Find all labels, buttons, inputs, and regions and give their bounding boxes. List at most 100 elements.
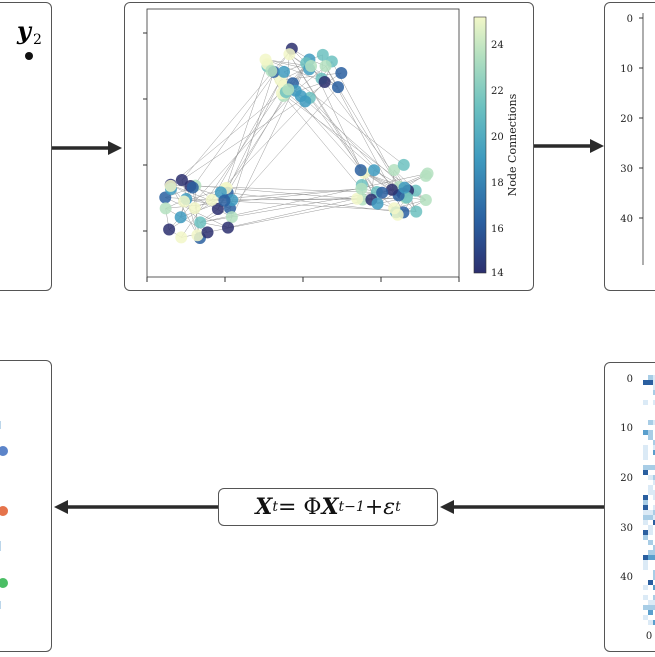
network-node [176,174,188,186]
panel-coefficient-matrix: 0 10 20 30 40 0 [604,362,655,652]
panel-adjacency-matrix: 0 10 20 30 40 [604,2,655,291]
heatmap-cell [643,445,648,450]
heatmap-cell [648,525,653,530]
network-node [319,76,331,88]
network-yticks [143,33,147,231]
colorbar [474,17,486,273]
heatmap-cell [643,495,648,500]
heatmap-cell [643,565,648,570]
heatmap-cell [648,610,653,615]
arrow-from-matrix [438,497,606,517]
network-node [189,202,201,214]
network-node [191,229,203,241]
heatmap-cell [648,435,653,440]
heatmap-cell [648,515,653,520]
network-node [165,180,177,192]
heatmap-cell [643,400,648,405]
network-node [420,194,432,206]
network-node [175,231,187,243]
network-node [282,83,294,95]
network-edge [182,73,341,180]
heatmap-cell [648,530,653,535]
heatmap-cell [648,540,653,545]
heatmap-cell [648,620,653,625]
matrix-bottom-ytick-10: 10 [620,423,633,434]
eq-plus: + [365,495,383,520]
network-svg: 24 22 20 18 16 14 Node Connections [125,3,535,292]
heatmap-cell [643,380,648,385]
matrix-top-ytick-30: 30 [620,164,633,175]
eq-eps: ε [383,495,395,520]
heatmap-cell [648,380,653,385]
heatmap-cell [643,510,648,515]
network-node [372,198,384,210]
colorbar-tick-18: 18 [491,178,504,189]
panel-time-series [0,360,52,652]
network-node [320,60,332,72]
matrix-bottom-ytick-40: 40 [620,572,633,583]
network-node [163,224,175,236]
coefficient-heatmap [643,375,655,625]
panel-observations-top: y 2 [0,2,52,291]
heatmap-cell [643,505,648,510]
heatmap-cell [643,500,648,505]
matrix-bottom-xtick-0: 0 [646,631,652,642]
network-node [187,181,199,193]
network-node [202,226,214,238]
heatmap-cell [648,485,653,490]
heatmap-cell [648,510,653,515]
series-trace-3 [0,601,1,609]
network-node [226,211,238,223]
node-y2-dot [25,52,33,60]
network-edge [282,93,361,188]
heatmap-cell [643,520,648,525]
heatmap-cell [648,430,653,435]
network-node [265,65,277,77]
network-node [392,209,404,221]
heatmap-cell [643,560,648,565]
colorbar-tick-14: 14 [491,268,504,279]
network-edge [310,98,364,173]
colorbar-tick-20: 20 [491,132,504,143]
heatmap-cell [643,605,648,610]
matrix-bottom-ytick-0: 0 [627,374,633,385]
eq-rhs-var: X [321,494,338,520]
heatmap-cell [643,515,648,520]
arrow-to-matrix [534,136,606,156]
series-trace-1 [0,421,1,429]
series-marker-green [0,578,8,588]
network-edge [230,87,338,208]
network-edge [212,80,281,200]
network-node [398,159,410,171]
series-trace-2 [0,541,1,551]
heatmap-cell [648,420,653,425]
series-marker-orange [0,506,8,516]
colorbar-label: Node Connections [506,93,519,196]
heatmap-cell [643,585,648,590]
heatmap-cell [643,450,648,455]
time-series-svg [0,361,53,653]
coefficient-matrix-svg: 0 10 20 30 40 0 [605,363,655,653]
heatmap-cell [648,465,653,470]
arrow-to-network [52,138,124,158]
network-node [317,49,329,61]
eq-lhs-var: X [255,494,272,520]
heatmap-cell [643,455,648,460]
matrix-top-ytick-10: 10 [620,64,633,75]
matrix-bottom-ytick-30: 30 [620,523,633,534]
matrix-top-tickmarks [639,18,643,218]
network-node [175,211,187,223]
panel-network-graph: 24 22 20 18 16 14 Node Connections [124,2,534,291]
network-node [218,195,230,207]
node-label-y: y [16,16,33,45]
network-xticks [147,277,459,282]
matrix-top-ytick-20: 20 [620,114,633,125]
matrix-top-ytick-0: 0 [627,14,633,25]
network-node [178,195,190,207]
network-node [332,81,344,93]
series-marker-blue [0,446,8,456]
matrix-top-ytick-40: 40 [620,214,633,225]
network-node [420,170,432,182]
heatmap-cell [643,555,648,560]
heatmap-cell [643,430,648,435]
